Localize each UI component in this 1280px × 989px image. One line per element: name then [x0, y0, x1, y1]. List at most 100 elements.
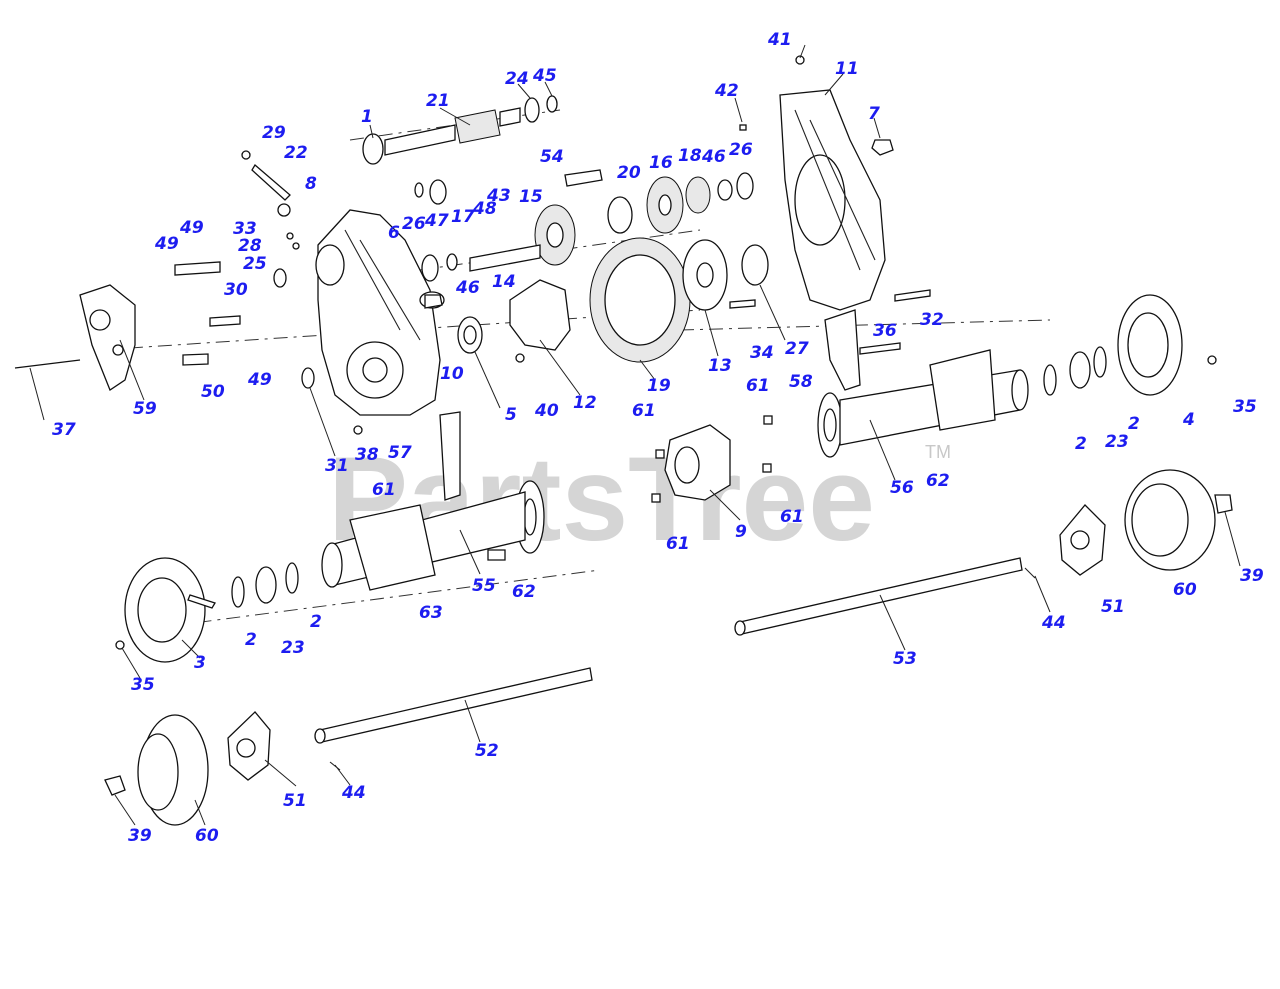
callout-8: 8 — [305, 174, 317, 194]
callout-35: 35 — [1233, 397, 1257, 417]
callout-61: 61 — [632, 401, 656, 421]
callout-29: 29 — [262, 123, 286, 143]
part-gears — [534, 172, 769, 363]
callout-38: 38 — [355, 445, 379, 465]
callout-51: 51 — [1101, 597, 1125, 617]
callout-53: 53 — [893, 649, 917, 669]
callout-19: 19 — [647, 376, 671, 396]
callout-18: 18 — [678, 146, 702, 166]
callout-49: 49 — [247, 370, 272, 390]
callout-9: 9 — [735, 522, 747, 542]
part-left-gear-case — [315, 209, 441, 416]
part-axles — [314, 557, 1036, 771]
callout-49: 49 — [154, 234, 179, 254]
callout-26: 26 — [402, 214, 426, 234]
watermark-trademark: TM — [925, 442, 951, 462]
callout-26: 26 — [729, 140, 753, 160]
callout-43: 43 — [486, 186, 511, 206]
callout-44: 44 — [1041, 613, 1066, 633]
callout-34: 34 — [750, 343, 774, 363]
callout-23: 23 — [1105, 432, 1129, 452]
callout-20: 20 — [617, 163, 641, 183]
part-brake-left — [115, 557, 216, 663]
callout-63: 63 — [419, 603, 443, 623]
callout-13: 13 — [708, 356, 732, 376]
callout-35: 35 — [131, 675, 155, 695]
callout-12: 12 — [573, 393, 597, 413]
callout-46: 46 — [701, 147, 726, 167]
callout-61: 61 — [666, 534, 690, 554]
part-axle-housing-left — [231, 480, 545, 608]
callout-60: 60 — [1173, 580, 1197, 600]
leader-lines — [29, 44, 1241, 826]
callout-56: 56 — [890, 478, 914, 498]
callout-21: 21 — [426, 91, 450, 111]
callout-4: 4 — [1182, 410, 1195, 430]
callout-55: 55 — [472, 576, 496, 596]
part-coupler — [651, 415, 773, 503]
callout-6: 6 — [388, 223, 400, 243]
callout-labels: 1 2 2 2 2 3 4 5 6 7 8 9 10 11 12 13 14 1… — [52, 30, 1264, 846]
callout-57: 57 — [388, 443, 412, 463]
callout-45: 45 — [532, 66, 557, 86]
callout-58: 58 — [789, 372, 813, 392]
callout-2: 2 — [1128, 414, 1140, 434]
part-input-shaft — [362, 95, 558, 165]
callout-49: 49 — [179, 218, 204, 238]
callout-61: 61 — [780, 507, 804, 527]
callout-15: 15 — [519, 187, 543, 207]
part-axle-housing-right — [817, 346, 1107, 458]
callout-2: 2 — [245, 630, 257, 650]
callout-59: 59 — [133, 399, 157, 419]
callout-47: 47 — [424, 211, 449, 231]
callout-63: 62 — [926, 471, 950, 491]
part-hubs-drums — [104, 469, 1233, 826]
callout-48: 48 — [472, 199, 497, 219]
callout-39: 39 — [128, 826, 152, 846]
callout-16: 16 — [649, 153, 673, 173]
callout-10: 10 — [440, 364, 464, 384]
callout-62: 61 — [372, 480, 396, 500]
callout-37: 37 — [52, 420, 76, 440]
callout-52: 52 — [475, 741, 499, 761]
part-brackets — [439, 309, 861, 501]
callout-54: 54 — [540, 147, 564, 167]
callout-61: 61 — [746, 376, 770, 396]
callout-25: 25 — [243, 254, 267, 274]
callout-50: 50 — [201, 382, 225, 402]
callout-1: 1 — [361, 107, 373, 127]
callout-2: 2 — [310, 612, 322, 632]
callout-2: 2 — [1075, 434, 1087, 454]
callout-46: 46 — [455, 278, 480, 298]
callout-44: 44 — [341, 783, 366, 803]
callout-51: 51 — [283, 791, 307, 811]
callout-23: 23 — [281, 638, 305, 658]
callout-3: 3 — [194, 653, 206, 673]
callout-40: 40 — [534, 401, 559, 421]
callout-42: 42 — [714, 81, 739, 101]
callout-22: 22 — [284, 143, 308, 163]
callout-24: 24 — [505, 69, 529, 89]
callout-33: 33 — [233, 219, 257, 239]
callout-14: 14 — [492, 272, 516, 292]
part-right-gear-case — [779, 89, 886, 311]
callout-31: 31 — [325, 456, 349, 476]
part-hardware — [14, 55, 931, 435]
callout-28: 28 — [238, 236, 262, 256]
callout-36: 36 — [873, 321, 897, 341]
callout-39: 39 — [1240, 566, 1264, 586]
callout-32: 32 — [920, 310, 944, 330]
callout-30: 30 — [224, 280, 248, 300]
callout-62: 62 — [512, 582, 536, 602]
callout-17: 17 — [451, 207, 475, 227]
part-brake-right — [1117, 294, 1217, 396]
callout-60: 60 — [195, 826, 219, 846]
callout-5: 5 — [505, 405, 517, 425]
part-mounting-plate — [79, 284, 136, 391]
callout-11: 11 — [835, 59, 859, 79]
callout-7: 7 — [868, 104, 880, 124]
callout-41: 41 — [767, 30, 792, 50]
part-differential — [457, 279, 571, 354]
callout-27: 27 — [785, 339, 809, 359]
